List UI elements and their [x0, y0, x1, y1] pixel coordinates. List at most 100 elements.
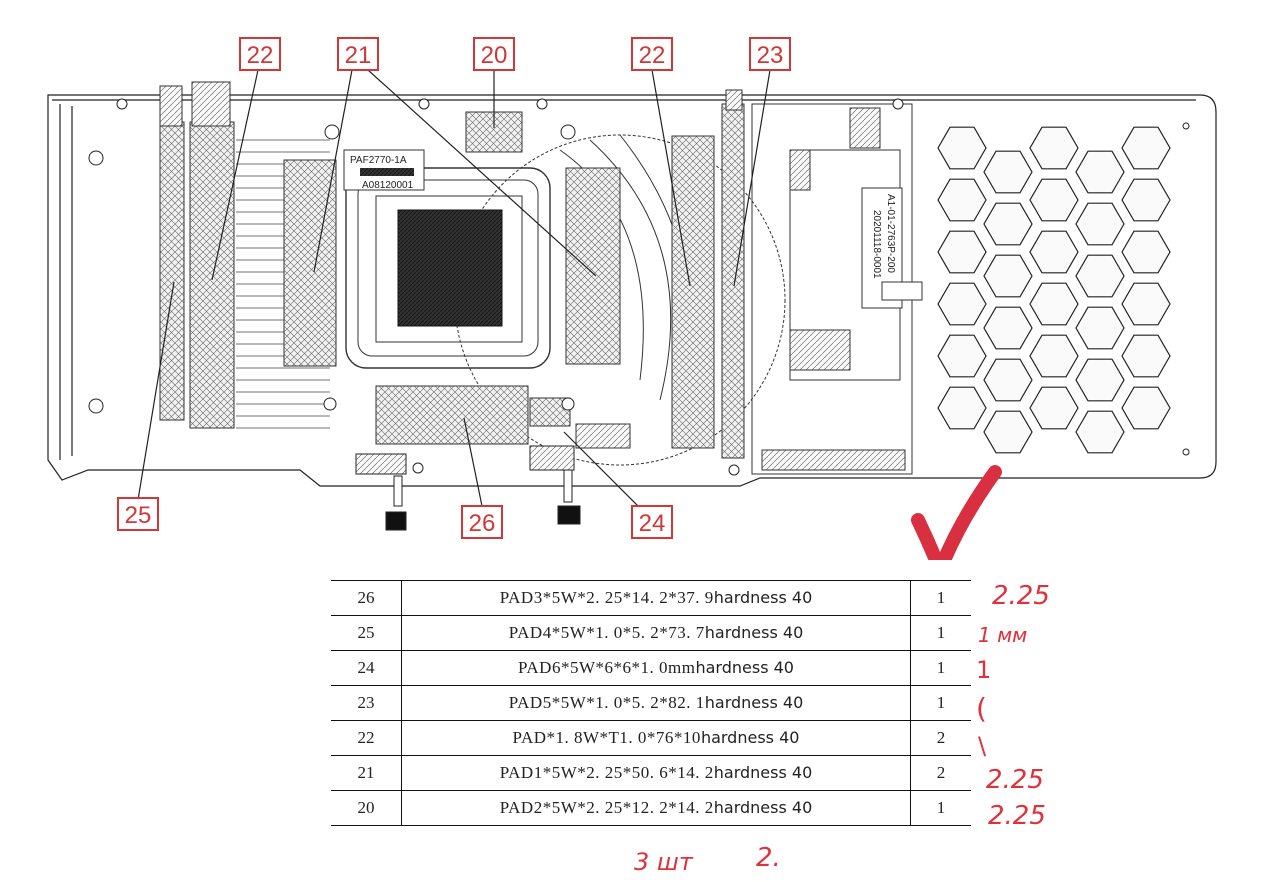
pad-25	[159, 121, 185, 421]
vent-hex	[983, 410, 1033, 454]
svg-text:23: 23	[757, 42, 784, 69]
serial-number: A08120001	[362, 180, 414, 191]
vent-hex	[937, 178, 987, 222]
item-number: 22	[331, 720, 402, 756]
honeycomb-vent	[937, 126, 1171, 454]
vent-hex	[1075, 202, 1125, 246]
pad-description: PAD6*5W*6*6*1. 0mmhardness 40	[401, 650, 911, 686]
vent-hex	[1075, 254, 1125, 298]
svg-text:24: 24	[639, 510, 666, 537]
callout-22-right: 22	[631, 37, 673, 71]
board-label-line2: 20201118-0001	[871, 210, 882, 279]
svg-text:22: 22	[247, 42, 274, 69]
item-number: 20	[331, 790, 402, 826]
vent-hex	[1029, 386, 1079, 430]
part-label: PAF2770-1A A08120001	[343, 149, 425, 191]
checkmark-icon	[911, 465, 1002, 560]
vent-hex	[1029, 282, 1079, 326]
vent-hex	[983, 202, 1033, 246]
note-row20: 2.25	[988, 801, 1046, 831]
pad-spec: PAD4*5W*1. 0*5. 2*73. 7	[508, 623, 705, 642]
vent-hex	[1029, 126, 1079, 170]
pad-21-right	[565, 167, 621, 365]
connectors	[355, 445, 581, 531]
item-number: 26	[331, 580, 402, 616]
vent-hex	[1121, 386, 1171, 430]
pad-spec: PAD5*5W*1. 0*5. 2*82. 1	[508, 693, 705, 712]
vent-hex	[1121, 282, 1171, 326]
vent-hex	[1075, 306, 1125, 350]
vent-hex	[1121, 230, 1171, 274]
quantity: 1	[910, 790, 971, 826]
pad-hardness: hardness 40	[704, 693, 804, 712]
callout-labels: 22 21 20 22 23 25 26 24	[117, 37, 791, 539]
item-number: 21	[331, 755, 402, 791]
pad-description: PAD5*5W*1. 0*5. 2*82. 1hardness 40	[401, 685, 911, 721]
vent-hex	[1029, 230, 1079, 274]
pad-description: PAD*1. 8W*T1. 0*76*10hardness 40	[401, 720, 911, 756]
pad-description: PAD3*5W*2. 25*14. 2*37. 9hardness 40	[401, 580, 911, 616]
callout-21: 21	[337, 37, 379, 71]
pad-description: PAD2*5W*2. 25*12. 2*14. 2hardness 40	[401, 790, 911, 826]
vent-hex	[1075, 150, 1125, 194]
board-label-line1: A1-01-2763P-200	[885, 194, 896, 273]
quantity: 2	[910, 755, 971, 791]
pad-spec: PAD*1. 8W*T1. 0*76*10	[512, 728, 701, 747]
callout-24: 24	[631, 505, 673, 539]
note-row24: 1	[976, 656, 991, 684]
board-label: A1-01-2763P-200 20201118-0001	[871, 194, 896, 279]
vent-hex	[983, 254, 1033, 298]
pad-hardness: hardness 40	[713, 763, 813, 782]
note-row26: 2.25	[992, 581, 1050, 611]
pad-21-left	[283, 159, 337, 367]
note-bottom-left: 3 шт	[634, 848, 694, 876]
vent-hex	[937, 230, 987, 274]
pad-description: PAD4*5W*1. 0*5. 2*73. 7hardness 40	[401, 615, 911, 651]
quantity: 1	[910, 685, 971, 721]
note-bottom-right: 2.	[756, 843, 781, 873]
svg-text:20: 20	[481, 42, 508, 69]
callout-20: 20	[473, 37, 515, 71]
callout-26: 26	[461, 505, 503, 539]
pad-23	[721, 103, 745, 459]
vent-hex	[1075, 410, 1125, 454]
pad-hardness: hardness 40	[713, 588, 813, 607]
card-outline	[47, 94, 1217, 487]
vent-hex	[1121, 334, 1171, 378]
pad-hardness: hardness 40	[695, 658, 794, 677]
pad-description: PAD1*5W*2. 25*50. 6*14. 2hardness 40	[401, 755, 911, 791]
right-bracket	[751, 103, 923, 475]
pad-22-right	[671, 135, 715, 449]
vent-hex	[1121, 126, 1171, 170]
vent-hex	[937, 126, 987, 170]
pad-spec: PAD2*5W*2. 25*12. 2*14. 2	[499, 798, 714, 817]
item-number: 24	[331, 650, 402, 686]
note-row23: (	[976, 692, 987, 725]
vent-hex	[1029, 178, 1079, 222]
vent-hex	[1029, 334, 1079, 378]
svg-text:21: 21	[345, 42, 372, 69]
note-row25: 1 мм	[978, 623, 1027, 647]
vent-hex	[937, 386, 987, 430]
vent-hex	[1075, 358, 1125, 402]
vent-hex	[983, 150, 1033, 194]
pad-spec: PAD1*5W*2. 25*50. 6*14. 2	[499, 763, 714, 782]
callout-22-left: 22	[239, 37, 281, 71]
vent-hex	[983, 358, 1033, 402]
quantity: 1	[910, 650, 971, 686]
svg-text:26: 26	[469, 510, 496, 537]
heatsink-drawing: PAF2770-1A A08120001 A1-01-2763P-200 202…	[47, 37, 1217, 560]
item-number: 23	[331, 685, 402, 721]
callout-23: 23	[749, 37, 791, 71]
note-row21: 2.25	[986, 765, 1044, 795]
pad-22-left	[189, 121, 235, 429]
quantity: 1	[910, 580, 971, 616]
svg-text:25: 25	[125, 502, 152, 529]
vent-hex	[983, 306, 1033, 350]
